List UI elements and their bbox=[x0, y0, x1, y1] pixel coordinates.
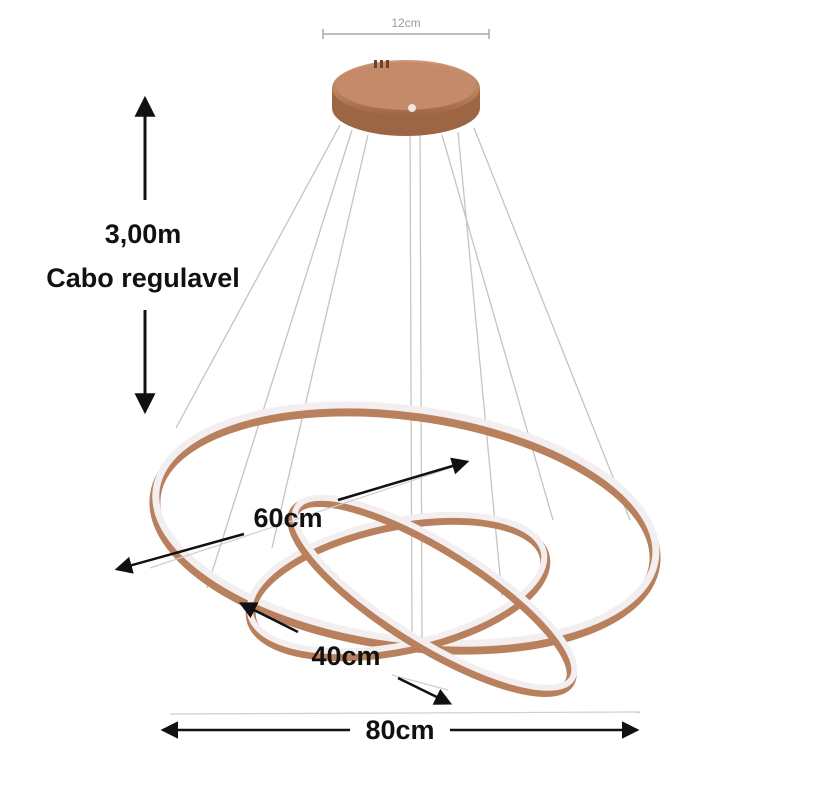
small-ring bbox=[287, 494, 578, 698]
small-ring-dimension bbox=[238, 602, 453, 705]
ceiling-canopy bbox=[332, 60, 480, 136]
large-ring bbox=[149, 401, 661, 655]
medium-ring-label: 60cm bbox=[253, 503, 322, 533]
small-ring-label: 40cm bbox=[311, 641, 380, 671]
faint-guides bbox=[149, 461, 641, 715]
canopy-width-dimension: 12cm bbox=[322, 16, 490, 39]
large-ring-label: 80cm bbox=[365, 715, 434, 745]
cable-length-label: 3,00m bbox=[105, 219, 182, 249]
suspension-cables bbox=[175, 117, 631, 641]
canopy-width-label: 12cm bbox=[391, 16, 420, 30]
medium-ring-dimension bbox=[114, 457, 470, 574]
cable-adjustable-label: Cabo regulavel bbox=[46, 263, 240, 293]
